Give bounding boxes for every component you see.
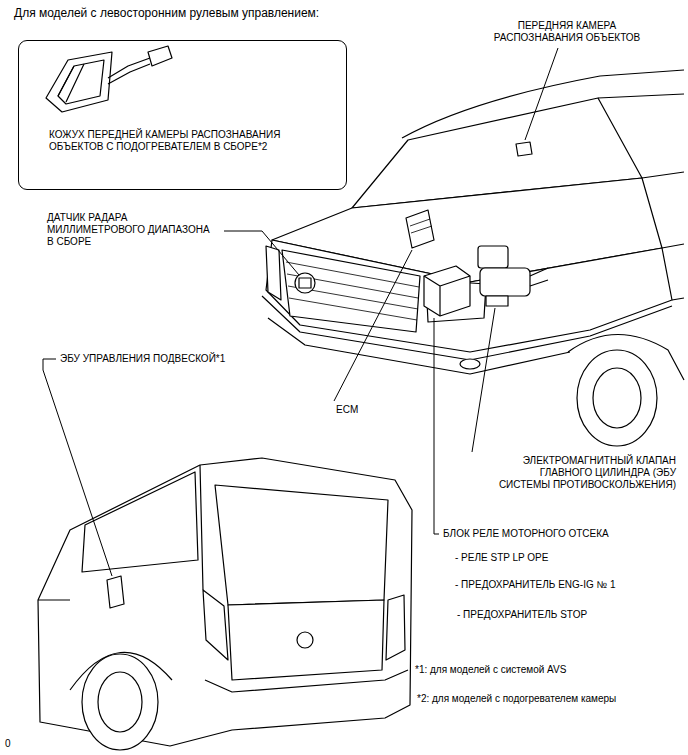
leader-line <box>472 308 495 452</box>
grille-slat <box>286 262 419 320</box>
leader-line <box>334 250 412 401</box>
part-label: ЭЛЕКТРОМАГНИТНЫЙ КЛАПАН ГЛАВНОГО ЦИЛИНДР… <box>486 455 676 491</box>
page-title: Для моделей с левосторонним рулевым упра… <box>14 6 434 20</box>
bumper <box>268 318 570 374</box>
brake-pipe <box>530 268 548 286</box>
heater-connector <box>148 46 172 66</box>
front-camera <box>516 142 532 156</box>
tailgate <box>228 600 384 680</box>
leader-line <box>43 359 112 576</box>
leader-line <box>525 48 558 140</box>
part-label: ПЕРЕДНЯЯ КАМЕРА РАСПОЗНАВАНИЯ ОБЪЕКТОВ <box>487 20 647 44</box>
leader-line <box>224 231 299 275</box>
quarter-window <box>82 472 198 572</box>
part-label: - ПРЕДОХРАНИТЕЛЬ ENG-IG № 1 <box>455 579 680 591</box>
ecm <box>406 210 434 248</box>
part-label: ДАТЧИК РАДАРА МИЛЛИМЕТРОВОГО ДИАПАЗОНА В… <box>47 212 217 248</box>
radar-sensor <box>295 273 315 293</box>
grille <box>282 250 420 332</box>
camera-cover-window <box>58 60 104 104</box>
wheel-rim <box>593 368 641 428</box>
part-label: - ПРЕДОХРАНИТЕЛЬ STOP <box>457 609 677 621</box>
footnote: 0 <box>5 738 35 750</box>
headlamp <box>266 246 281 300</box>
fog-lamp <box>460 359 480 369</box>
radar-sensor-body <box>299 278 311 288</box>
rear-bumper <box>205 670 408 692</box>
rear-wheel <box>82 654 158 750</box>
front-wheel <box>577 350 657 446</box>
rear-window <box>215 485 388 605</box>
part-label: ECM <box>336 404 396 416</box>
side-window-line <box>598 94 684 178</box>
body-side-line <box>662 244 684 300</box>
tail-lamp <box>386 595 405 660</box>
solenoid-valve <box>486 296 508 306</box>
relay-block-edge <box>424 276 470 316</box>
master-cylinder <box>480 268 530 296</box>
tail-lamp <box>203 590 228 660</box>
part-label: БЛОК РЕЛЕ МОТОРНОГО ОТСЕКА <box>443 528 673 540</box>
part-label: - РЕЛЕ STP LP OPE <box>455 552 675 564</box>
camera-cover <box>46 52 112 112</box>
wheel-rim <box>98 672 142 732</box>
relay-block <box>424 266 470 316</box>
leader-line <box>434 318 439 534</box>
ecm-connector <box>410 219 432 233</box>
heater-cable <box>108 58 150 78</box>
inset-box: КОЖУХ ПЕРЕДНЕЙ КАМЕРЫ РАСПОЗНАВАНИЯ ОБЪЕ… <box>18 40 347 190</box>
cover-edge <box>58 64 84 102</box>
part-label: ЭБУ УПРАВЛЕНИЯ ПОДВЕСКОЙ*1 <box>60 353 280 365</box>
footnote: *1: для моделей с системой AVS <box>415 664 680 676</box>
emblem <box>297 632 313 648</box>
heater-cable <box>108 64 150 84</box>
footnote: *2: для моделей с подогревателем камеры <box>417 693 682 705</box>
brake-reservoir <box>478 246 508 268</box>
part-name: КОЖУХ ПЕРЕДНЕЙ КАМЕРЫ РАСПОЗНАВАНИЯ ОБЪЕ… <box>49 129 299 153</box>
suspension-ecu <box>107 576 124 608</box>
